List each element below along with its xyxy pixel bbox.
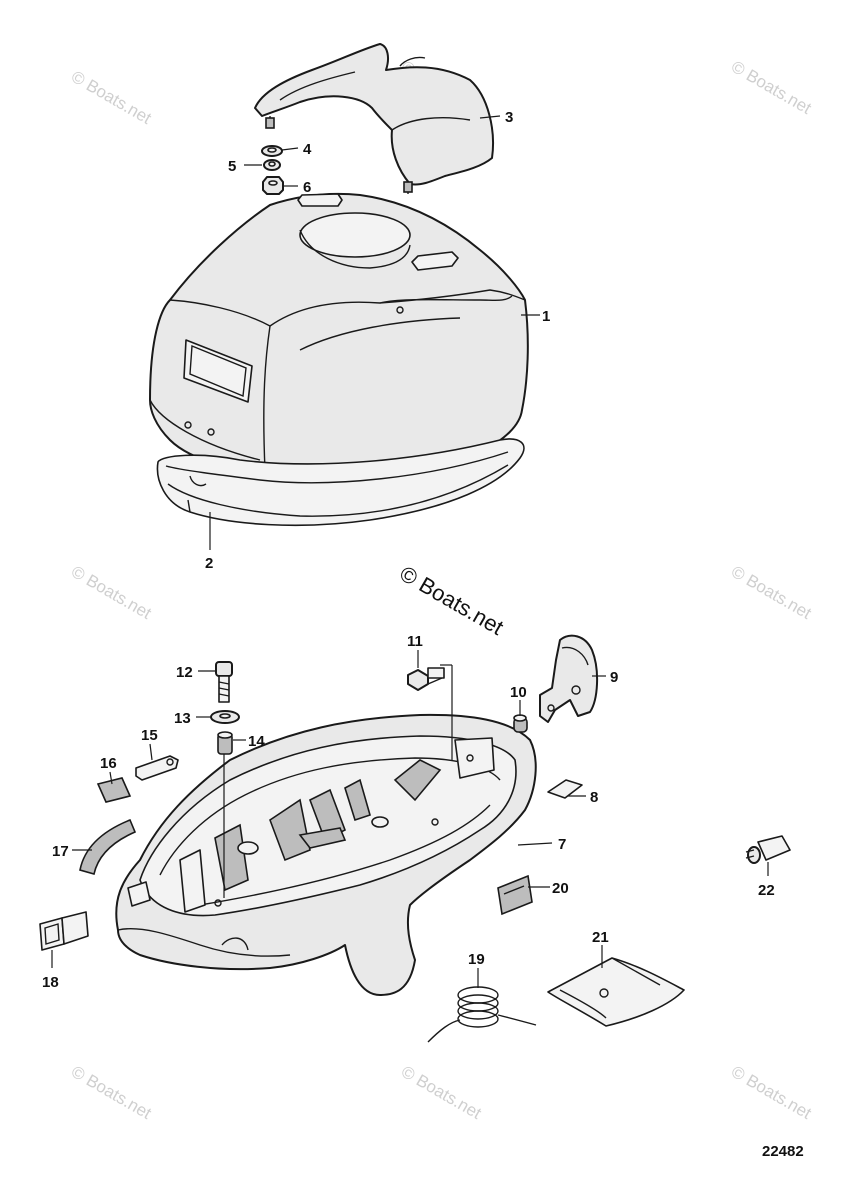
part-17-strip: [79, 818, 137, 876]
callout-14: 14: [248, 733, 265, 750]
watermark: © Boats.net: [68, 1062, 155, 1123]
callout-5: 5: [228, 158, 236, 175]
callout-22: 22: [758, 882, 775, 899]
callout-10: 10: [510, 684, 527, 701]
callout-16: 16: [100, 755, 117, 772]
part-9-latch: [539, 634, 599, 723]
watermark: © Boats.net: [68, 562, 155, 623]
part-22-fitting: [745, 835, 791, 864]
watermark: © Boats.net: [68, 67, 155, 128]
part-13-washer: [210, 710, 240, 724]
part-4-washer: [261, 145, 283, 157]
part-6-nut: [262, 176, 284, 195]
watermark: © Boats.net: [398, 1062, 485, 1123]
watermark: © Boats.net: [728, 57, 815, 118]
callouts: 1 2 3 4 5 6 7 8 9 10 11 12 13 14 15 16 1…: [42, 109, 775, 991]
callout-21: 21: [592, 929, 609, 946]
part-12-bolt: [215, 661, 233, 703]
part-7-bottom-cowl: [115, 713, 537, 996]
callout-6: 6: [303, 179, 311, 196]
part-5-lock-washer: [263, 159, 281, 171]
part-14-spacer: [217, 731, 233, 755]
callout-8: 8: [590, 789, 598, 806]
callout-9: 9: [610, 669, 618, 686]
part-18-grommet: [39, 911, 89, 951]
watermark: © Boats.net: [728, 1062, 815, 1123]
part-21-pouch: [547, 957, 685, 1027]
figure-number: 22482: [762, 1143, 804, 1160]
callout-7: 7: [558, 836, 566, 853]
callout-18: 18: [42, 974, 59, 991]
callout-17: 17: [52, 843, 69, 860]
part-10-bushing: [513, 714, 528, 733]
callout-2: 2: [205, 555, 213, 572]
watermark: © Boats.net: [728, 562, 815, 623]
main-watermark: © Boats.net: [396, 561, 508, 640]
callout-13: 13: [174, 710, 191, 727]
callout-12: 12: [176, 664, 193, 681]
part-20-decal: [497, 874, 533, 916]
part-19-spring: [427, 986, 537, 1043]
callout-20: 20: [552, 880, 569, 897]
callout-19: 19: [468, 951, 485, 968]
part-2-seal: [156, 438, 525, 527]
part-3-top-cover: [254, 43, 494, 194]
part-8-label: [547, 779, 583, 799]
part-16-label: [96, 777, 132, 803]
callout-15: 15: [141, 727, 158, 744]
part-15-clip: [135, 755, 179, 781]
part-1-top-cowl: [149, 192, 529, 480]
callout-4: 4: [303, 141, 312, 158]
part-11-screw: [407, 667, 445, 691]
leader-lines: [51, 115, 769, 988]
callout-1: 1: [542, 308, 550, 325]
callout-3: 3: [505, 109, 513, 126]
callout-11: 11: [407, 633, 423, 650]
